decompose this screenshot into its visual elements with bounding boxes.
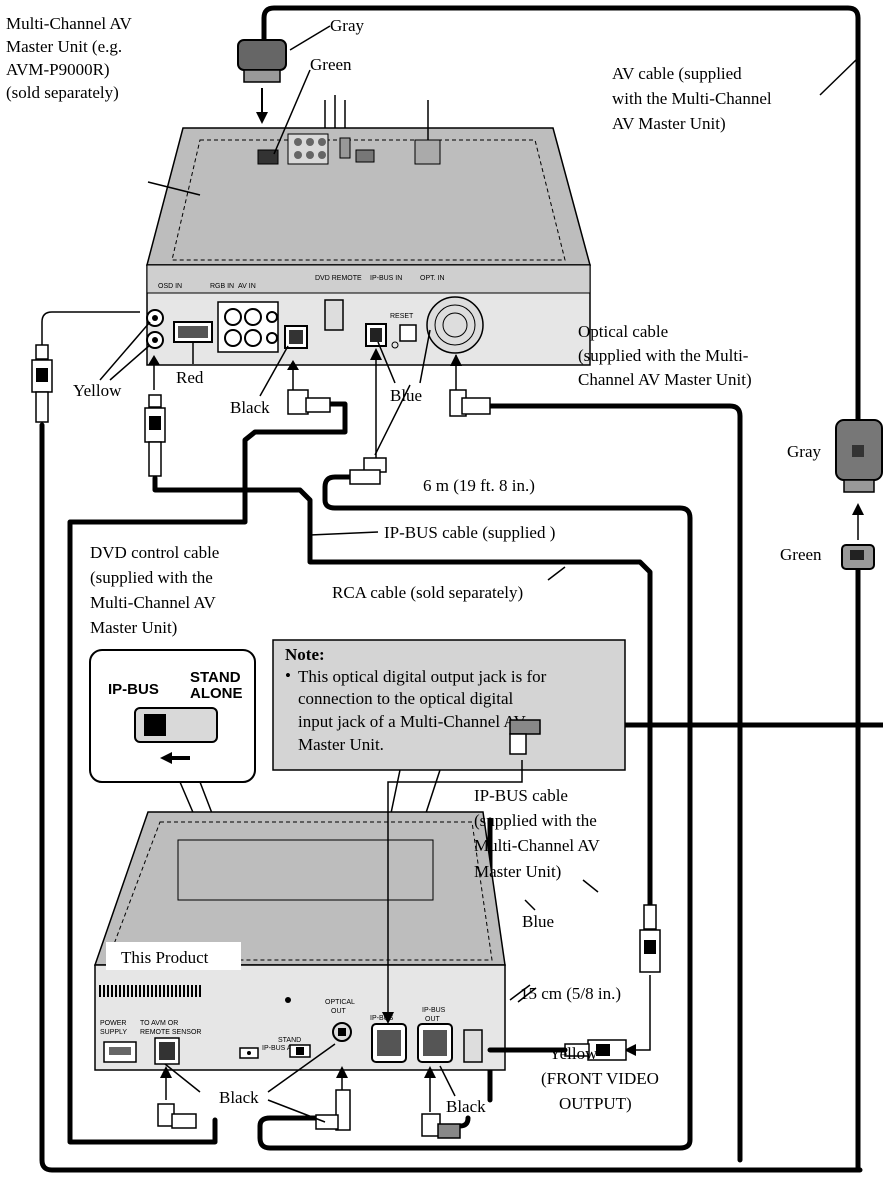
label-blue-top: Blue — [390, 386, 422, 405]
label-optical-cable-2: (supplied with the Multi- — [578, 346, 749, 365]
label-master-unit-2: Master Unit (e.g. — [6, 37, 122, 56]
label-yellow-front-1: Yellow — [549, 1044, 598, 1063]
label-black-right: Black — [446, 1097, 486, 1116]
label-yellow-front-2: (FRONT VIDEO — [541, 1069, 659, 1088]
label-rca-cable: RCA cable (sold separately) — [332, 583, 523, 602]
svg-text:RESET: RESET — [390, 313, 414, 320]
panel-optical: OPTICAL — [325, 999, 355, 1006]
av-connector-green-right — [842, 545, 874, 569]
label-dvd-control-4: Master Unit) — [90, 618, 177, 637]
svg-text:DVD REMOTE: DVD REMOTE — [315, 275, 362, 282]
av-connector-gray-right — [836, 420, 882, 492]
label-15cm: 15 cm (5/8 in.) — [520, 984, 621, 1003]
note-line-1: This optical digital output jack is for — [298, 667, 547, 686]
rca-plug-lower — [145, 395, 165, 476]
svg-text:AV IN: AV IN — [238, 283, 256, 290]
note-box: Note: • This optical digital output jack… — [273, 640, 625, 770]
label-av-cable-2: with the Multi-Channel — [612, 89, 772, 108]
label-yellow-front-3: OUTPUT) — [559, 1094, 632, 1113]
label-this-product: This Product — [121, 948, 209, 967]
switch-inset: IP-BUS STAND ALONE — [90, 650, 255, 782]
master-unit: OSD IN RGB IN AV IN DVD REMOTE IP-BUS IN… — [147, 95, 590, 365]
label-ipbus-supplied: IP-BUS cable (supplied ) — [384, 523, 555, 542]
svg-text:OSD IN: OSD IN — [158, 283, 182, 290]
label-ipbus-master-3: Multi-Channel AV — [474, 836, 600, 855]
switch-label-ipbus: IP-BUS — [108, 681, 159, 698]
panel-to-avm: TO AVM OR — [140, 1020, 178, 1027]
label-gray-right: Gray — [787, 442, 821, 461]
label-master-unit-4: (sold separately) — [6, 83, 119, 102]
label-dvd-control-2: (supplied with the — [90, 568, 213, 587]
bottom-plug-remote — [158, 1104, 196, 1128]
label-master-unit-1: Multi-Channel AV — [6, 14, 132, 33]
label-dvd-control-1: DVD control cable — [90, 543, 219, 562]
label-red: Red — [176, 368, 204, 387]
this-product-unit: POWER SUPPLY TO AVM OR REMOTE SENSOR STA… — [95, 812, 505, 1070]
front-video-plug — [640, 905, 660, 972]
svg-text:OPT. IN: OPT. IN — [420, 275, 445, 282]
label-master-unit-3: AVM-P9000R) — [6, 60, 110, 79]
switch-label-alone: ALONE — [190, 685, 243, 702]
panel-supply: SUPPLY — [100, 1029, 127, 1036]
av-connector-gray-top — [238, 40, 286, 124]
label-6m: 6 m (19 ft. 8 in.) — [423, 476, 535, 495]
note-line-4: Master Unit. — [298, 735, 384, 754]
rca-plug-yellow — [32, 345, 52, 422]
note-line-2: connection to the optical digital — [298, 689, 514, 708]
video-cable-top-loop — [42, 312, 140, 345]
bottom-plug-optical — [316, 1090, 350, 1130]
label-ipbus-master-1: IP-BUS cable — [474, 786, 568, 805]
label-gray-top: Gray — [330, 16, 364, 35]
label-green-top: Green — [310, 55, 352, 74]
label-blue-bottom: Blue — [522, 912, 554, 931]
svg-text:IP-BUS IN: IP-BUS IN — [370, 275, 402, 282]
label-av-cable-3: AV Master Unit) — [612, 114, 726, 133]
note-line-3: input jack of a Multi-Channel AV — [298, 712, 526, 731]
label-optical-cable-1: Optical cable — [578, 322, 668, 341]
dvd-plug-top — [288, 390, 330, 414]
panel-ipbus-out-2: OUT — [425, 1016, 441, 1023]
panel-stand: STAND — [278, 1037, 301, 1044]
svg-text:RGB IN: RGB IN — [210, 283, 234, 290]
label-black-top: Black — [230, 398, 270, 417]
bottom-plug-ipbus-out — [422, 1114, 460, 1138]
optical-plug-top — [450, 390, 490, 416]
label-ipbus-master-4: Master Unit) — [474, 862, 561, 881]
label-optical-cable-3: Channel AV Master Unit) — [578, 370, 752, 389]
label-ipbus-master-2: (supplied with the — [474, 811, 597, 830]
label-black-bottom: Black — [219, 1088, 259, 1107]
ipbus-plug-top — [350, 458, 386, 484]
label-green-right: Green — [780, 545, 822, 564]
note-bullet: • — [285, 666, 291, 685]
label-dvd-control-3: Multi-Channel AV — [90, 593, 216, 612]
panel-ipbus-out-1: IP-BUS — [422, 1007, 446, 1014]
panel-power: POWER — [100, 1020, 126, 1027]
label-yellow-left: Yellow — [73, 381, 122, 400]
label-av-cable-1: AV cable (supplied — [612, 64, 742, 83]
panel-remote: REMOTE SENSOR — [140, 1029, 201, 1036]
panel-optical-out: OUT — [331, 1008, 347, 1015]
switch-label-stand: STAND — [190, 669, 241, 686]
note-title: Note: — [285, 645, 325, 664]
